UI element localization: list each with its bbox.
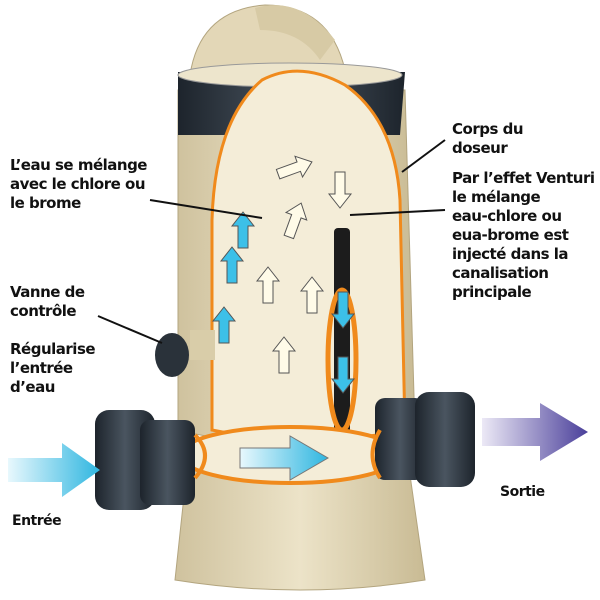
label-line: le mélange [452, 188, 541, 206]
label-line: Corps du [452, 120, 524, 138]
label-line: d’eau [10, 378, 55, 396]
label-line: Par l’effet Venturi [452, 169, 595, 187]
label-line: eua-brome est [452, 226, 569, 244]
label-line: avec le chlore ou [10, 175, 146, 193]
channel-flow-arrow [239, 435, 329, 481]
label-line: le brome [10, 194, 81, 212]
label-venturi: Par l’effet Venturi le mélange eau-chlor… [452, 169, 595, 302]
flow-arrow-icon [327, 171, 353, 209]
venturi-tube [334, 228, 350, 440]
leader-body [401, 139, 446, 173]
cutaway [210, 69, 407, 442]
outlet-fitting [375, 398, 425, 480]
label-inlet: Entrée [12, 513, 62, 529]
label-doser-body: Corps du doseur [452, 120, 524, 158]
label-outlet: Sortie [500, 484, 545, 500]
leader-valve [97, 315, 163, 344]
label-regulates: Régularise l’entrée d’eau [10, 340, 96, 397]
flow-arrow-icon [211, 306, 237, 344]
flow-arrow-icon [330, 356, 356, 394]
label-line: contrôle [10, 302, 77, 320]
label-line: l’entrée [10, 359, 73, 377]
leader-venturi [349, 209, 446, 216]
label-line: injecté dans la [452, 245, 569, 263]
flow-arrow-icon [271, 336, 297, 374]
label-valve: Vanne de contrôle [10, 283, 85, 321]
flow-arrow-icon [255, 266, 281, 304]
flow-arrow-icon [275, 155, 313, 180]
flow-arrow-icon [283, 202, 308, 240]
label-line: eau-chlore ou [452, 207, 562, 225]
flow-arrow-icon [230, 211, 256, 249]
label-line: Vanne de [10, 283, 85, 301]
leader-mixing [149, 199, 263, 219]
label-mixing: L’eau se mélange avec le chlore ou le br… [10, 156, 147, 213]
control-valve-knob [155, 333, 189, 377]
label-line: Régularise [10, 340, 96, 358]
inlet-arrow [8, 443, 100, 497]
label-line: L’eau se mélange [10, 156, 147, 174]
label-line: principale [452, 283, 532, 301]
outlet-arrow [482, 403, 588, 461]
flow-arrow-icon [219, 246, 245, 284]
flow-arrow-icon [330, 291, 356, 329]
label-line: doseur [452, 139, 508, 157]
flow-arrow-icon [299, 276, 325, 314]
label-line: canalisation [452, 264, 549, 282]
